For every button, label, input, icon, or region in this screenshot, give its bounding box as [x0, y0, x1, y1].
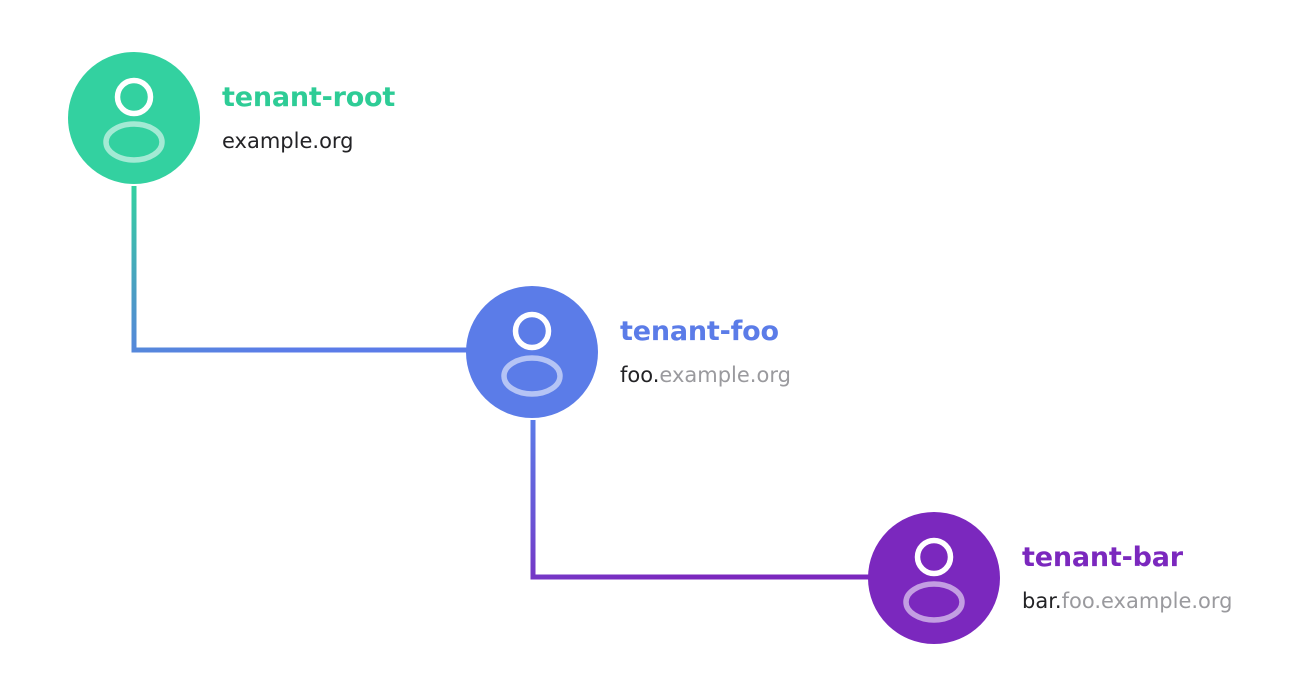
edge-foo-bar [530, 420, 872, 580]
domain-suffix-tenant-bar: foo.example.org [1061, 589, 1233, 614]
domain-prefix-tenant-bar: bar. [1022, 589, 1062, 614]
labels-tenant-foo: tenant-foo foo.example.org [620, 315, 791, 386]
avatar-tenant-root[interactable] [68, 52, 200, 184]
node-tenant-bar[interactable]: tenant-bar bar.foo.example.org [868, 512, 1233, 644]
node-subtitle-tenant-bar: bar.foo.example.org [1022, 590, 1233, 612]
person-icon [903, 537, 965, 623]
node-title-tenant-foo: tenant-foo [620, 315, 779, 347]
labels-tenant-root: tenant-root example.org [222, 81, 396, 152]
person-icon [501, 311, 563, 397]
node-title-tenant-root: tenant-root [222, 81, 396, 113]
node-subtitle-tenant-foo: foo.example.org [620, 364, 791, 386]
domain-suffix-tenant-root: example.org [222, 129, 354, 154]
avatar-tenant-bar[interactable] [868, 512, 1000, 644]
domain-suffix-tenant-foo: example.org [659, 363, 791, 388]
avatar-tenant-foo[interactable] [466, 286, 598, 418]
node-title-tenant-bar: tenant-bar [1022, 541, 1183, 573]
edge-root-foo [131, 186, 468, 353]
node-tenant-foo[interactable]: tenant-foo foo.example.org [466, 286, 791, 418]
domain-prefix-tenant-foo: foo. [620, 363, 660, 388]
node-tenant-root[interactable]: tenant-root example.org [68, 52, 395, 184]
node-subtitle-tenant-root: example.org [222, 130, 395, 152]
person-icon [103, 77, 165, 163]
labels-tenant-bar: tenant-bar bar.foo.example.org [1022, 541, 1233, 612]
